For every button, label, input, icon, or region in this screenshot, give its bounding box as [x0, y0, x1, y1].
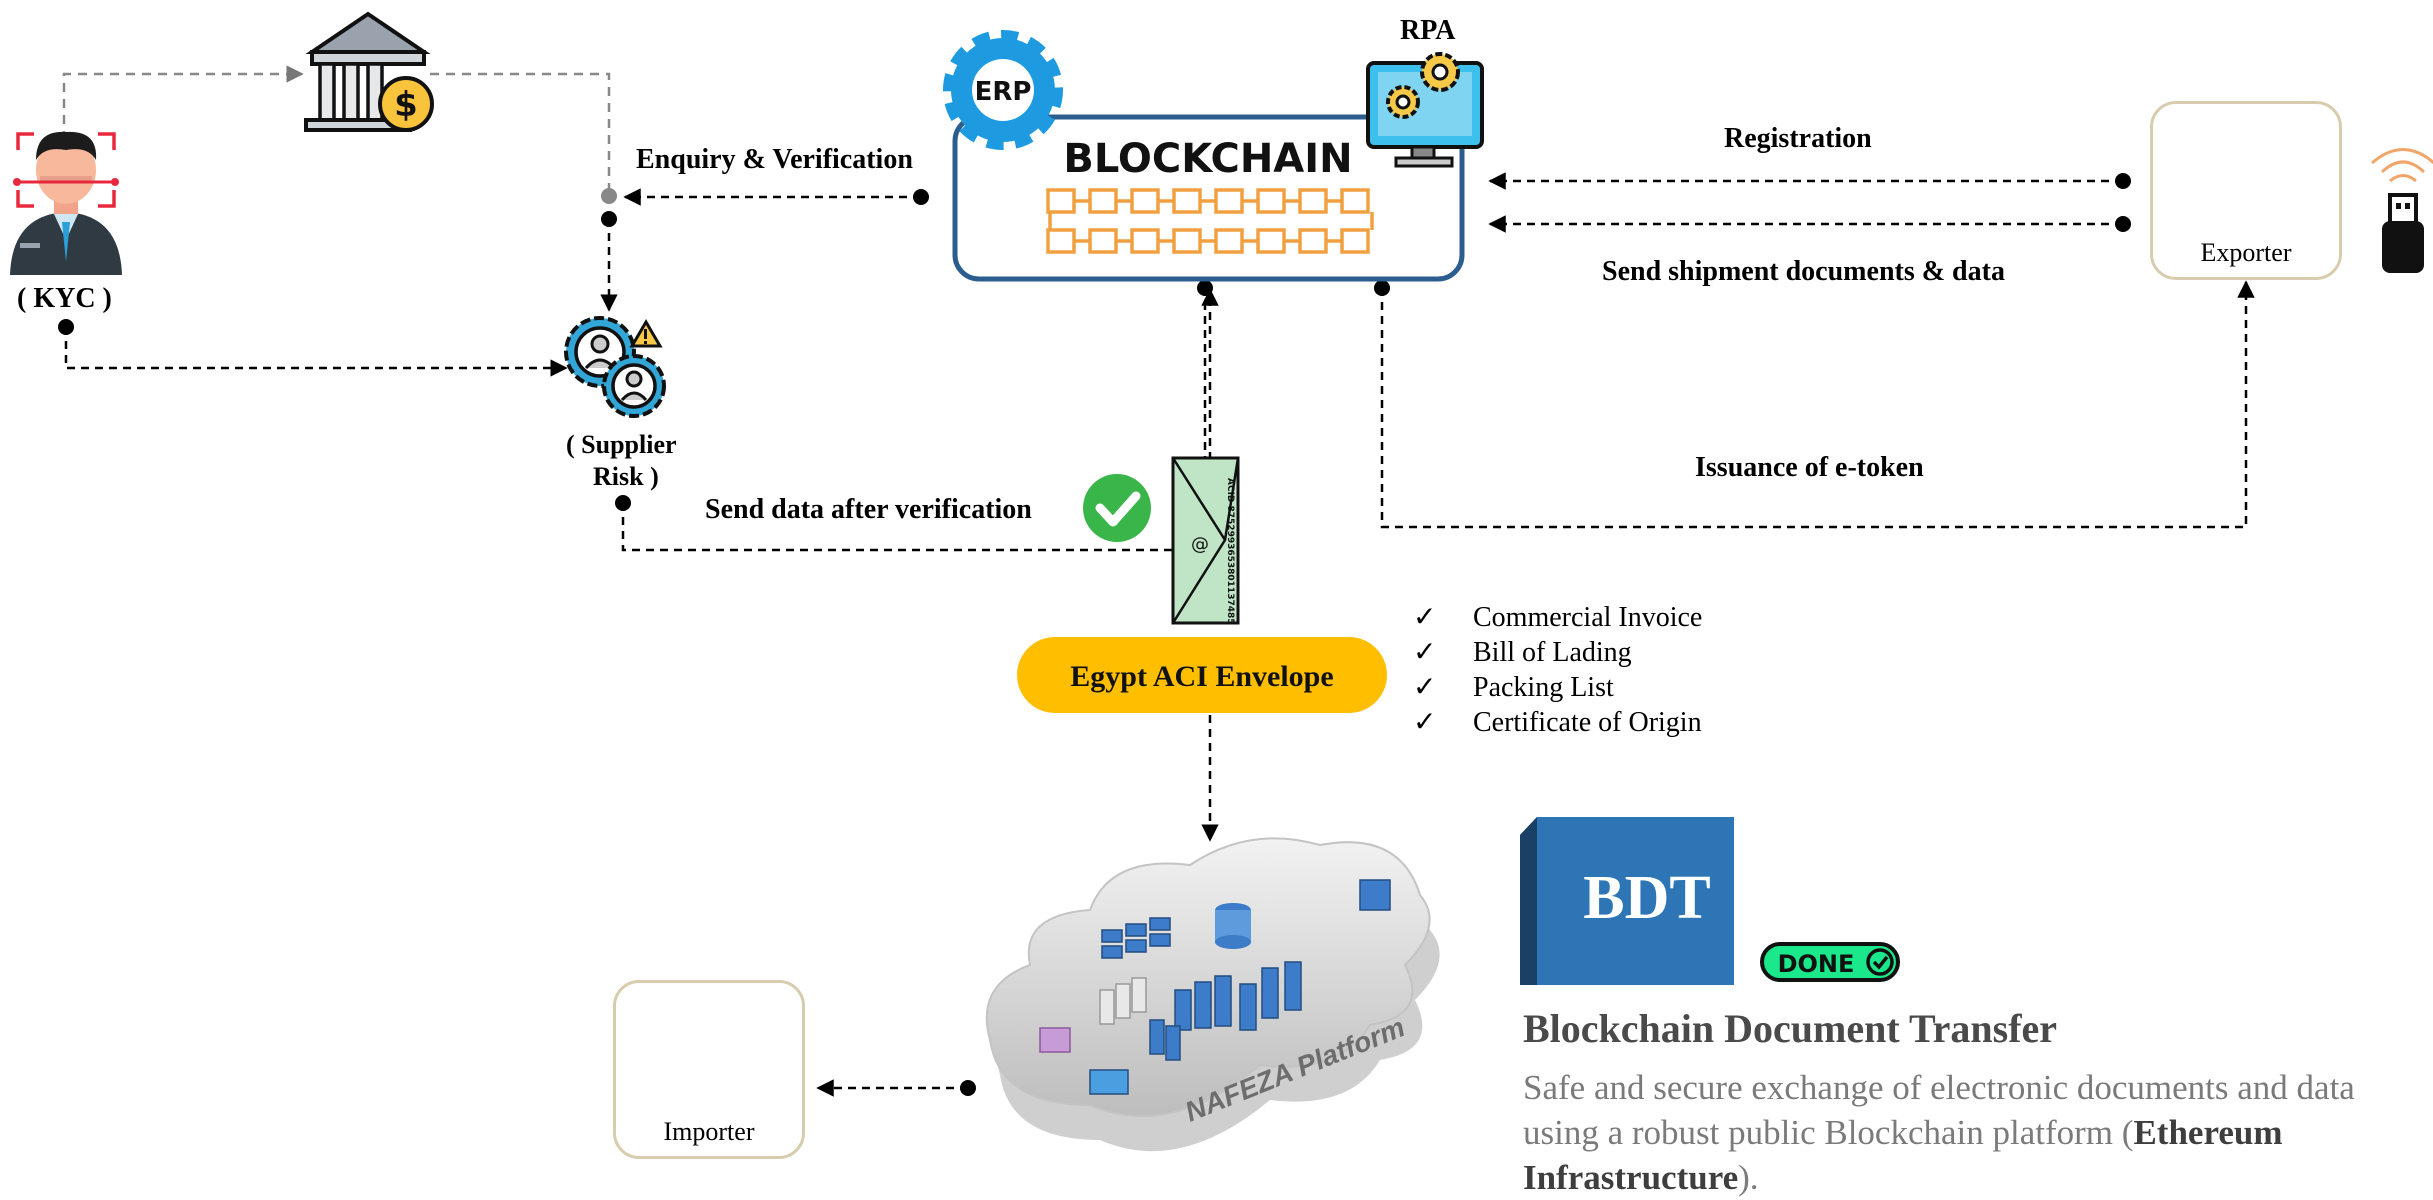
bdt-logo-text: BDT	[1583, 864, 1710, 932]
erp-label: ERP	[975, 77, 1032, 107]
exporter-box: Exporter	[2150, 101, 2342, 280]
bank-to-branch-connector	[430, 72, 611, 192]
envelope-pill-label: Egypt ACI Envelope	[1070, 660, 1333, 693]
bdt-description: Safe and secure exchange of electronic d…	[1523, 1068, 2355, 1197]
kyc-person-icon	[10, 131, 122, 275]
svg-text:@: @	[1191, 534, 1209, 555]
list-item: ✓Commercial Invoice	[1413, 602, 1703, 633]
usb-token-icon	[2371, 148, 2433, 273]
kyc-label: ( KYC )	[17, 283, 112, 314]
importer-label: Importer	[663, 1117, 755, 1146]
bdt-cube-icon: BDT	[1520, 817, 1734, 985]
issuance-label: Issuance of e-token	[1695, 452, 1924, 483]
send-data-label: Send data after verification	[705, 494, 1032, 525]
rpa-label: RPA	[1400, 15, 1456, 46]
blockchain-node: BLOCKCHAIN	[952, 114, 1465, 282]
envelope-code: ACID 8752993653801137485	[1225, 478, 1235, 625]
connectors	[58, 65, 2255, 1097]
block-chain-graphic	[1046, 188, 1374, 254]
list-item: ✓Certificate of Origin	[1413, 707, 1702, 738]
done-badge-icon: DONE	[1760, 942, 1900, 982]
document-checklist: ✓Commercial Invoice ✓Bill of Lading ✓Pac…	[1413, 600, 1702, 740]
erp-gear-icon: ERP	[943, 30, 1063, 150]
blockchain-title: BLOCKCHAIN	[1063, 136, 1352, 182]
send-shipment-label: Send shipment documents & data	[1602, 256, 2005, 287]
kyc-to-bank-connector	[62, 65, 304, 140]
issuance-connector	[1380, 280, 2255, 529]
rpa-monitor-icon	[1366, 52, 1484, 168]
registration-label: Registration	[1724, 123, 1872, 154]
importer-box: Importer	[613, 980, 805, 1159]
done-label: DONE	[1778, 950, 1855, 978]
list-item: ✓Packing List	[1413, 672, 1614, 703]
bdt-title: Blockchain Document Transfer	[1523, 1006, 2058, 1051]
supplier-risk-label-line1: ( Supplier	[566, 430, 677, 459]
supplier-risk-gears-icon	[564, 316, 666, 418]
exporter-label: Exporter	[2200, 238, 2292, 267]
envelope-icon: @ ACID 8752993653801137485	[1171, 456, 1240, 625]
list-item: ✓Bill of Lading	[1413, 637, 1632, 668]
supplier-risk-label-line2: Risk )	[593, 462, 659, 491]
svg-text:$: $	[394, 85, 418, 125]
bank-icon: $	[304, 11, 434, 132]
check-icon	[1083, 474, 1151, 542]
enquiry-label: Enquiry & Verification	[636, 144, 913, 175]
branch-point	[601, 188, 617, 204]
cloud-platform-icon: NAFEZA Platform	[985, 837, 1440, 1152]
egypt-aci-envelope-pill: Egypt ACI Envelope	[1017, 637, 1387, 713]
